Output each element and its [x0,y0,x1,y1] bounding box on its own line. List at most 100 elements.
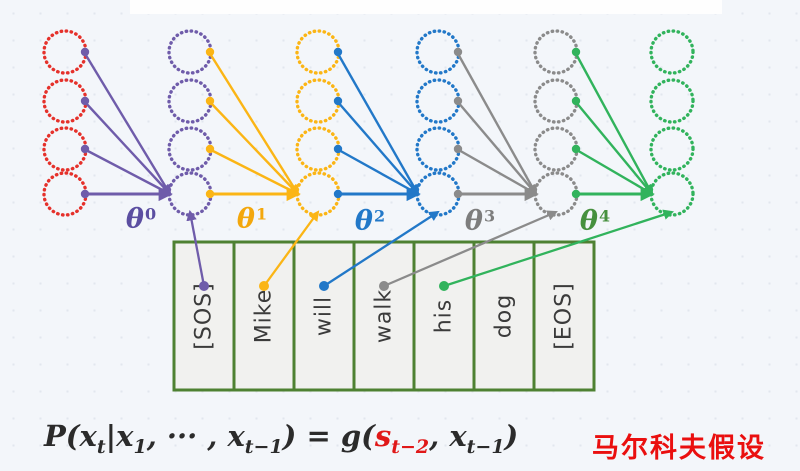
formula-term: , ··· , x [146,419,245,453]
edge-red-to-purple-2 [83,147,172,196]
edge-red-to-purple-0 [82,51,172,196]
edge-dot-gray-0 [571,47,581,57]
formula-term: t−1 [244,436,283,458]
theta-label-4: θ4 [579,205,611,237]
input-dot-1 [199,281,209,291]
node-circle-green-3 [649,171,695,217]
word-label-4: walk [372,289,397,343]
edge-dot-blue-1 [453,96,463,106]
chinese-caption: 马尔科夫假设 [592,433,766,464]
edge-purple-to-yellow-1 [208,100,300,196]
theta-label-0: θ0 [125,203,157,235]
edge-gray-to-green-1 [574,100,654,196]
edge-dot-gray-2 [571,144,581,154]
edge-yellow-to-blue-0 [335,51,420,196]
input-edge-3 [323,210,440,287]
node-circle-red-3 [42,171,88,217]
formula-term: P(x [44,419,97,453]
edge-blue-to-gray-0 [455,51,538,196]
edge-dot-blue-2 [453,144,463,154]
edge-dot-purple-0 [205,47,215,57]
formula-highlight-term: t−2 [391,436,430,458]
edge-gray-to-green-2 [574,147,654,196]
edge-dot-red-3 [80,189,90,199]
formula-term: 1 [133,436,147,458]
node-circle-blue-0 [415,29,461,75]
edge-dot-blue-3 [453,189,463,199]
node-circle-yellow-0 [295,29,341,75]
node-circle-gray-1 [533,78,579,124]
node-circle-yellow-3 [295,171,341,217]
edge-dot-purple-3 [205,189,215,199]
node-circle-yellow-2 [295,126,341,172]
markov-formula: P(xt|x1, ··· , xt−1) = g(st−2, xt−1) [44,419,518,458]
formula-highlight-term: s [374,419,392,453]
word-label-5: his [432,299,457,334]
formula-term: ) [504,419,519,453]
input-edge-5 [443,209,675,288]
word-box-7 [532,240,596,392]
node-circle-green-0 [649,29,695,75]
edge-dot-red-1 [80,96,90,106]
edge-gray-to-green-0 [573,51,654,196]
input-edge-1 [186,209,206,287]
top-white-strip [130,0,722,14]
node-circle-purple-3 [167,171,213,217]
input-edge-2 [263,210,320,287]
input-dot-3 [319,281,329,291]
edge-dot-blue-0 [453,47,463,57]
word-box-4 [352,240,416,392]
word-label-6: dog [492,294,517,338]
formula-term: ) = g( [282,419,375,453]
formula-term: , x [429,419,467,453]
word-label-3: will [312,296,337,336]
input-dot-4 [379,281,389,291]
edge-dot-yellow-3 [333,189,343,199]
edge-dot-red-0 [80,47,90,57]
edge-blue-to-gray-2 [456,147,538,196]
node-circle-purple-0 [167,29,213,75]
node-circle-purple-2 [167,126,213,172]
formula-term: t [96,436,106,458]
edge-purple-to-yellow-0 [207,51,300,196]
word-label-2: Mike [252,289,277,344]
node-circle-blue-3 [415,171,461,217]
word-label-7: [EOS] [552,282,577,349]
node-circle-gray-0 [533,29,579,75]
edge-dot-yellow-0 [333,47,343,57]
edge-dot-red-2 [80,144,90,154]
node-circle-blue-2 [415,126,461,172]
theta-label-1: θ1 [236,203,268,235]
edge-dot-purple-1 [205,96,215,106]
input-edge-4 [383,210,558,288]
node-circle-red-1 [42,78,88,124]
node-circle-purple-1 [167,78,213,124]
edge-dot-yellow-2 [333,144,343,154]
node-circle-green-1 [649,78,695,124]
node-circle-gray-2 [533,126,579,172]
node-circle-red-0 [42,29,88,75]
theta-label-3: θ3 [464,205,496,237]
edge-yellow-to-blue-1 [336,100,420,196]
edge-dot-gray-3 [571,189,581,199]
input-dot-2 [259,281,269,291]
edge-dot-gray-1 [571,96,581,106]
formula-term: t−1 [466,436,505,458]
node-circle-gray-3 [533,171,579,217]
formula-term: |x [105,419,134,453]
node-circle-yellow-1 [295,78,341,124]
edge-blue-to-gray-1 [456,100,538,196]
edge-purple-to-yellow-2 [208,147,300,196]
edge-red-to-purple-1 [83,100,172,196]
edge-dot-yellow-1 [333,96,343,106]
theta-label-2: θ2 [354,205,386,237]
input-dot-5 [439,281,449,291]
node-circle-green-2 [649,126,695,172]
edge-dot-purple-2 [205,144,215,154]
edge-yellow-to-blue-2 [336,147,420,196]
word-box-5 [412,240,476,392]
word-label-1: [SOS] [192,282,217,349]
node-circle-red-2 [42,126,88,172]
